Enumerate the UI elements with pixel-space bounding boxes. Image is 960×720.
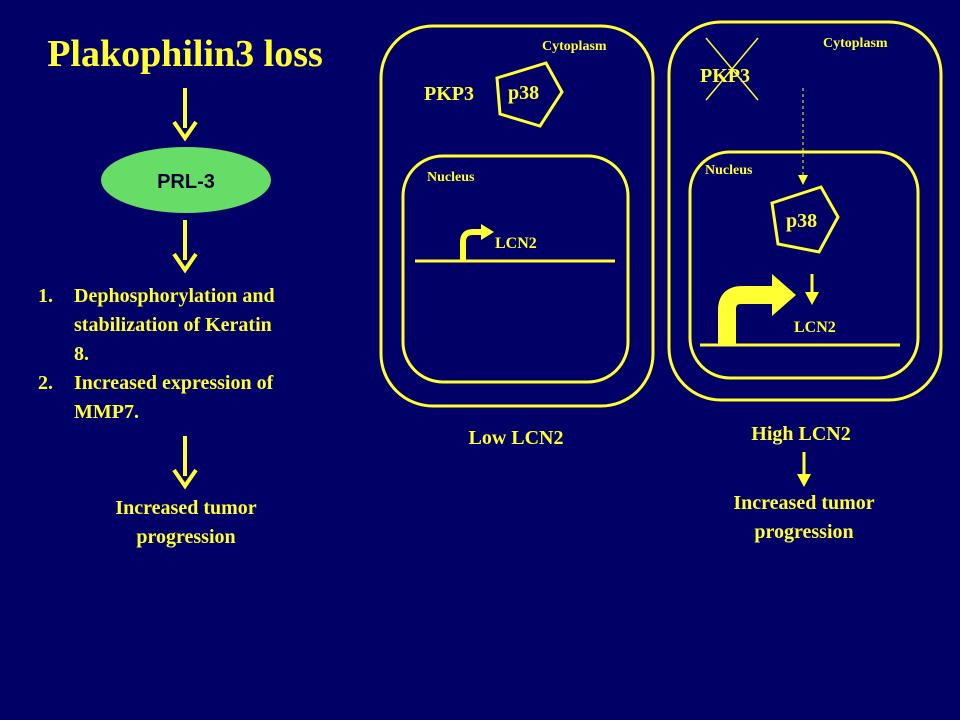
high-lcn2-cell: Cytoplasm PKP3 Nucleus p38 LCN2: [667, 20, 943, 402]
effect-1-number: 1.: [38, 285, 53, 307]
left-outcome-line-2: progression: [136, 526, 235, 548]
effect-1-line-1: Dephosphorylation and: [74, 285, 275, 307]
low-pkp3-label: PKP3: [424, 83, 474, 105]
effect-2-number: 2.: [38, 372, 53, 394]
high-cytoplasm-box: [667, 20, 943, 402]
high-nucleus-label: Nucleus: [705, 163, 753, 178]
low-nucleus-label: Nucleus: [427, 170, 475, 185]
low-promoter-arrow-icon: [460, 224, 494, 261]
high-pkp3-label: PKP3: [700, 65, 750, 87]
high-caption: High LCN2: [751, 423, 850, 445]
high-promoter-arrow-icon: [718, 274, 796, 345]
arrow-down-icon: [172, 88, 198, 142]
effect-1-line-3: 8.: [74, 343, 89, 365]
effect-2-line-1: Increased expression of: [74, 372, 274, 394]
high-outcome-line-2: progression: [754, 521, 853, 543]
high-p38-pentagon: [770, 185, 840, 254]
effect-1-line-2: stabilization of Keratin: [74, 314, 272, 336]
high-cytoplasm-label: Cytoplasm: [823, 36, 888, 51]
prl3-label: PRL-3: [157, 171, 215, 193]
high-p38-label: p38: [786, 210, 817, 232]
title: Plakophilin3 loss: [47, 33, 323, 75]
low-p38-pentagon: [495, 61, 564, 128]
low-cytoplasm-box: [379, 24, 655, 408]
high-nucleus-box: [688, 150, 920, 380]
arrow-down-icon: [172, 436, 198, 490]
cross-out-icon: [705, 37, 759, 101]
high-outcome-line-1: Increased tumor: [733, 492, 874, 514]
left-outcome-line-1: Increased tumor: [115, 497, 256, 519]
low-lcn2-gene-label: LCN2: [495, 235, 537, 252]
low-lcn2-cell: Cytoplasm PKP3 p38 Nucleus LCN2: [379, 24, 655, 408]
low-cytoplasm-label: Cytoplasm: [542, 39, 607, 54]
prl3-node: PRL-3: [101, 147, 271, 213]
high-lcn2-gene-label: LCN2: [794, 319, 836, 336]
effects-list: 1. Dephosphorylation and stabilization o…: [38, 285, 275, 423]
arrow-down-icon: [172, 220, 198, 274]
low-nucleus-box: [401, 154, 630, 384]
arrow-down-icon: [797, 452, 811, 487]
low-p38-label: p38: [508, 82, 539, 104]
arrow-down-icon: [805, 274, 819, 305]
low-caption: Low LCN2: [468, 427, 563, 449]
effect-2-line-2: MMP7.: [74, 401, 139, 423]
